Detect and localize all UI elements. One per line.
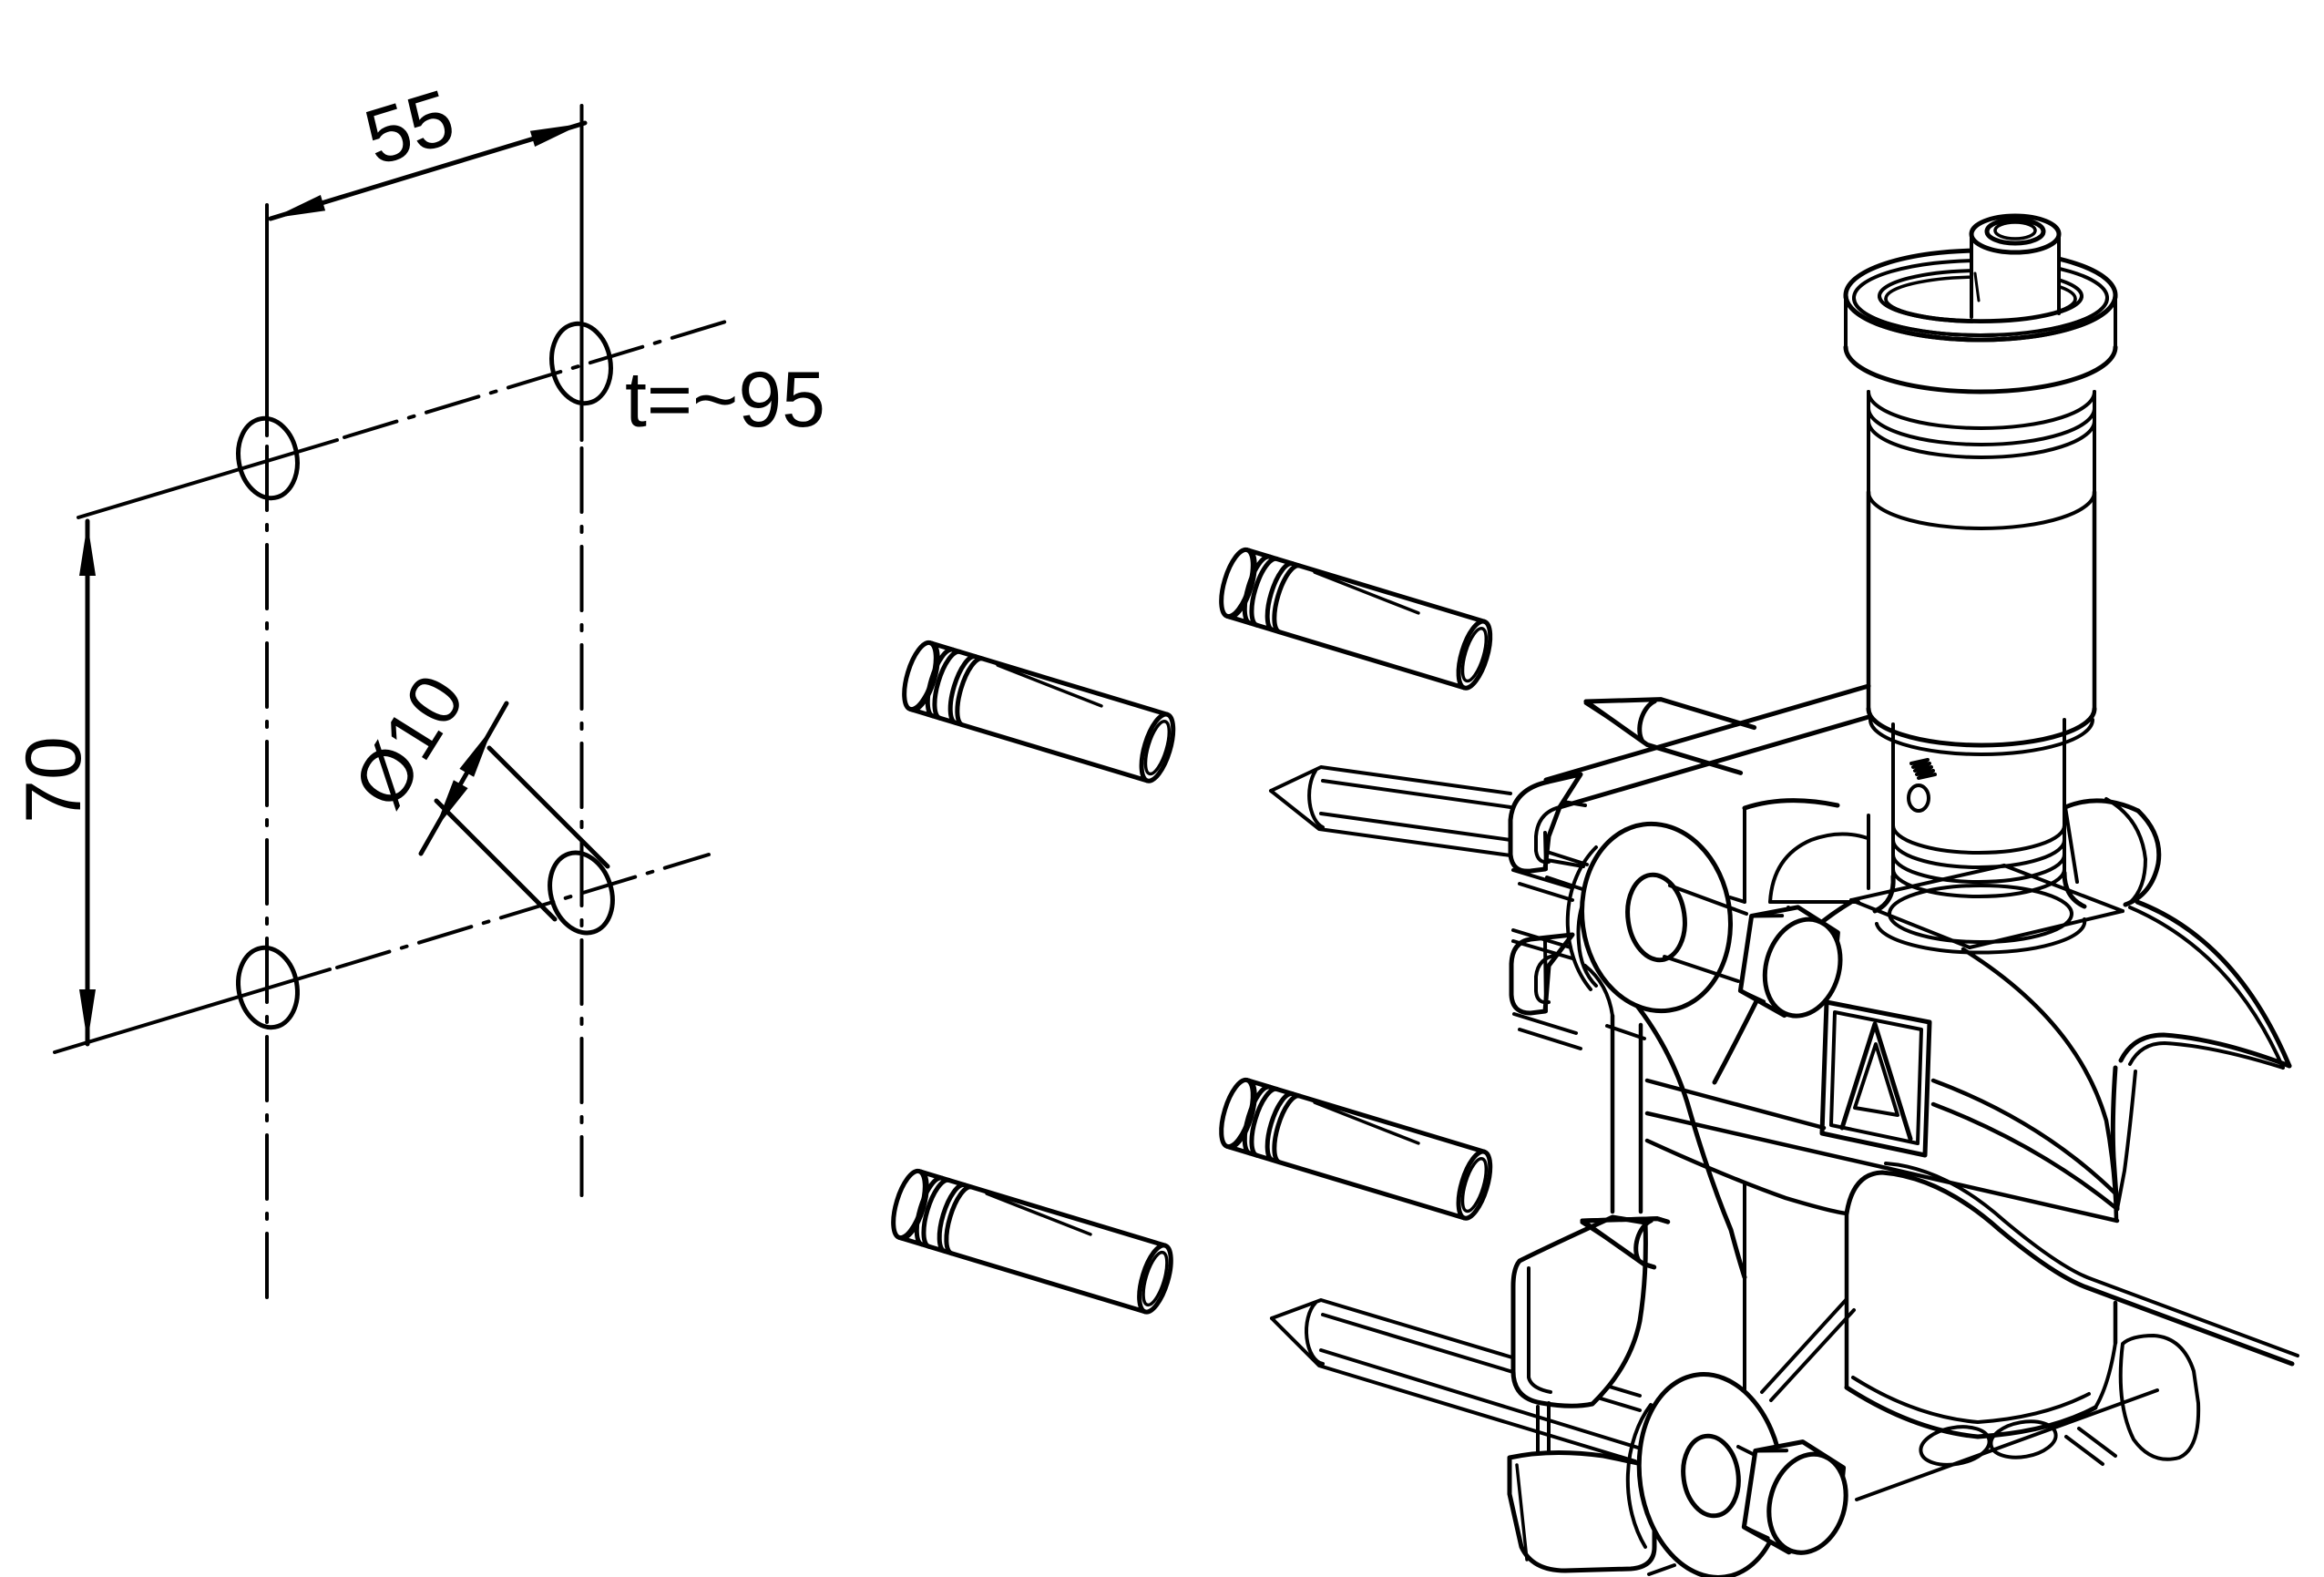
svg-text:70: 70 [10,736,97,824]
svg-text:t=~95: t=~95 [625,356,825,444]
